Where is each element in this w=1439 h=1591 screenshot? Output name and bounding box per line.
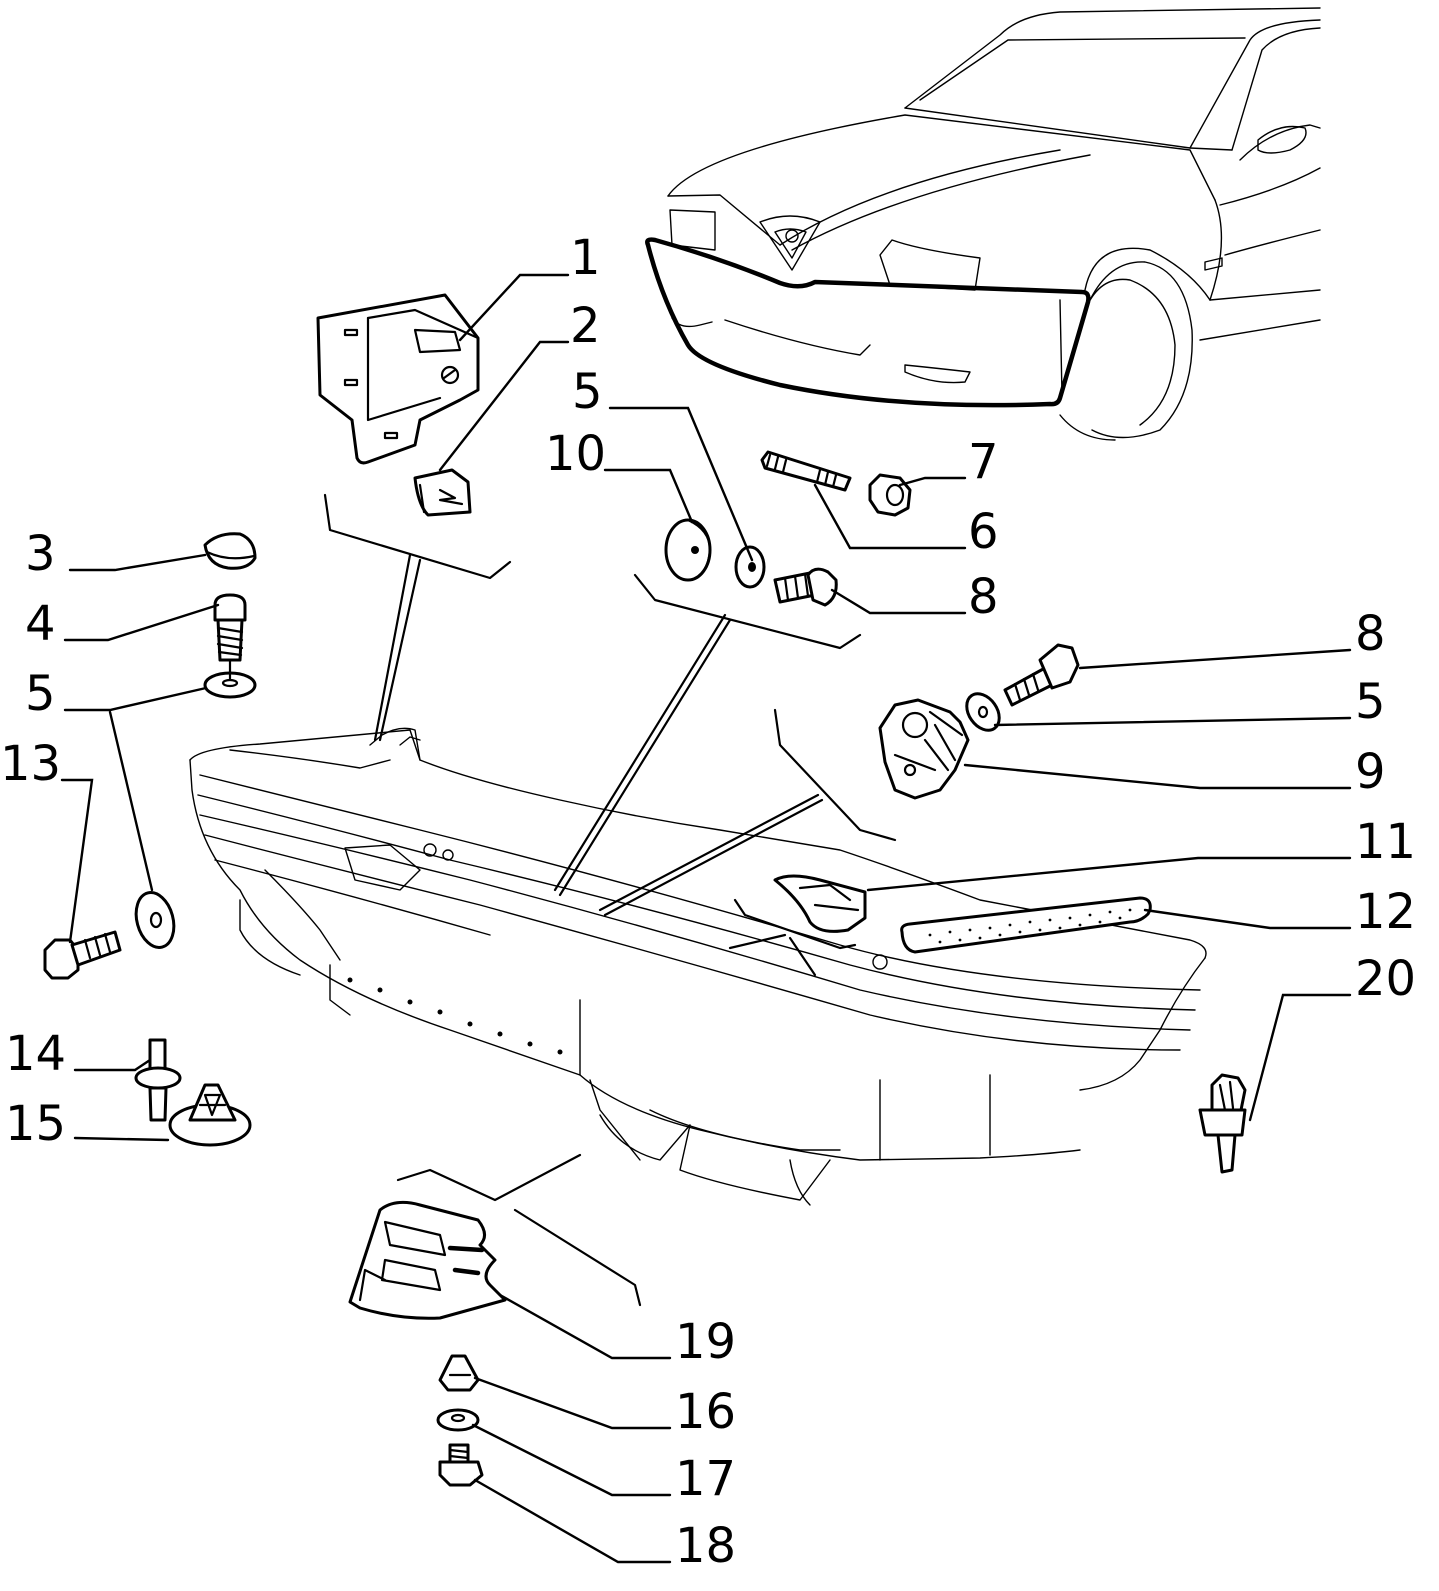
part-12-strip xyxy=(900,896,1152,954)
callout-20: 20 xyxy=(1355,951,1416,1007)
callout-13: 13 xyxy=(0,736,61,792)
part-20-plug xyxy=(1198,1073,1247,1174)
callout-2: 2 xyxy=(570,298,601,354)
part-5-washer-upper xyxy=(734,545,766,589)
callout-5-right: 5 xyxy=(1355,674,1386,730)
part-13-bolt xyxy=(43,930,122,980)
car-illustration xyxy=(645,7,1321,441)
part-16-clip xyxy=(438,1354,480,1392)
callout-4: 4 xyxy=(25,596,56,652)
callout-1: 1 xyxy=(570,230,601,286)
part-14-pin xyxy=(134,1038,182,1122)
part-4-bolt xyxy=(213,593,247,662)
part-10-washer xyxy=(664,518,712,582)
callout-5-upper: 5 xyxy=(572,364,603,420)
callout-10: 10 xyxy=(545,426,606,482)
part-5-washer-low xyxy=(134,891,176,949)
callout-9: 9 xyxy=(1355,744,1386,800)
part-5-washer-right xyxy=(965,692,1001,732)
callout-3: 3 xyxy=(25,526,56,582)
part-3-cap xyxy=(203,532,257,570)
callout-labels: 1 2 5 10 7 6 8 3 4 5 13 8 5 9 11 12 20 1… xyxy=(0,230,1416,1574)
leader-lines xyxy=(60,273,1352,1564)
callout-5-left: 5 xyxy=(25,666,56,722)
assembly-guide-lines xyxy=(323,493,897,1307)
callout-19: 19 xyxy=(675,1314,736,1370)
part-8-bolt-upper xyxy=(773,567,838,607)
part-17-washer xyxy=(436,1408,480,1432)
part-5-washer-left xyxy=(203,658,257,699)
bumper-assembly xyxy=(189,727,1207,1206)
callout-8-right: 8 xyxy=(1355,606,1386,662)
part-18-bolt xyxy=(438,1443,484,1487)
callout-12: 12 xyxy=(1355,884,1416,940)
part-9-guide xyxy=(878,698,970,800)
part-11-clip xyxy=(773,874,867,933)
strip-texture xyxy=(928,908,1132,944)
bumper-holes xyxy=(347,977,563,1055)
callout-17: 17 xyxy=(675,1451,736,1507)
callout-18: 18 xyxy=(675,1518,736,1574)
callout-14: 14 xyxy=(5,1026,66,1082)
callout-8-upper: 8 xyxy=(968,569,999,625)
part-15-clip xyxy=(168,1083,252,1147)
part-19-housing xyxy=(348,1200,507,1320)
part-7-nut xyxy=(868,473,912,517)
callout-11: 11 xyxy=(1355,814,1416,870)
callout-16: 16 xyxy=(675,1384,736,1440)
part-6-stud xyxy=(760,450,852,492)
part-2-clip xyxy=(413,468,472,517)
callout-7: 7 xyxy=(968,434,999,490)
part-8-bolt-right xyxy=(1003,643,1080,707)
callout-6: 6 xyxy=(968,504,999,560)
callout-15: 15 xyxy=(5,1096,66,1152)
part-1-bracket xyxy=(316,293,480,465)
